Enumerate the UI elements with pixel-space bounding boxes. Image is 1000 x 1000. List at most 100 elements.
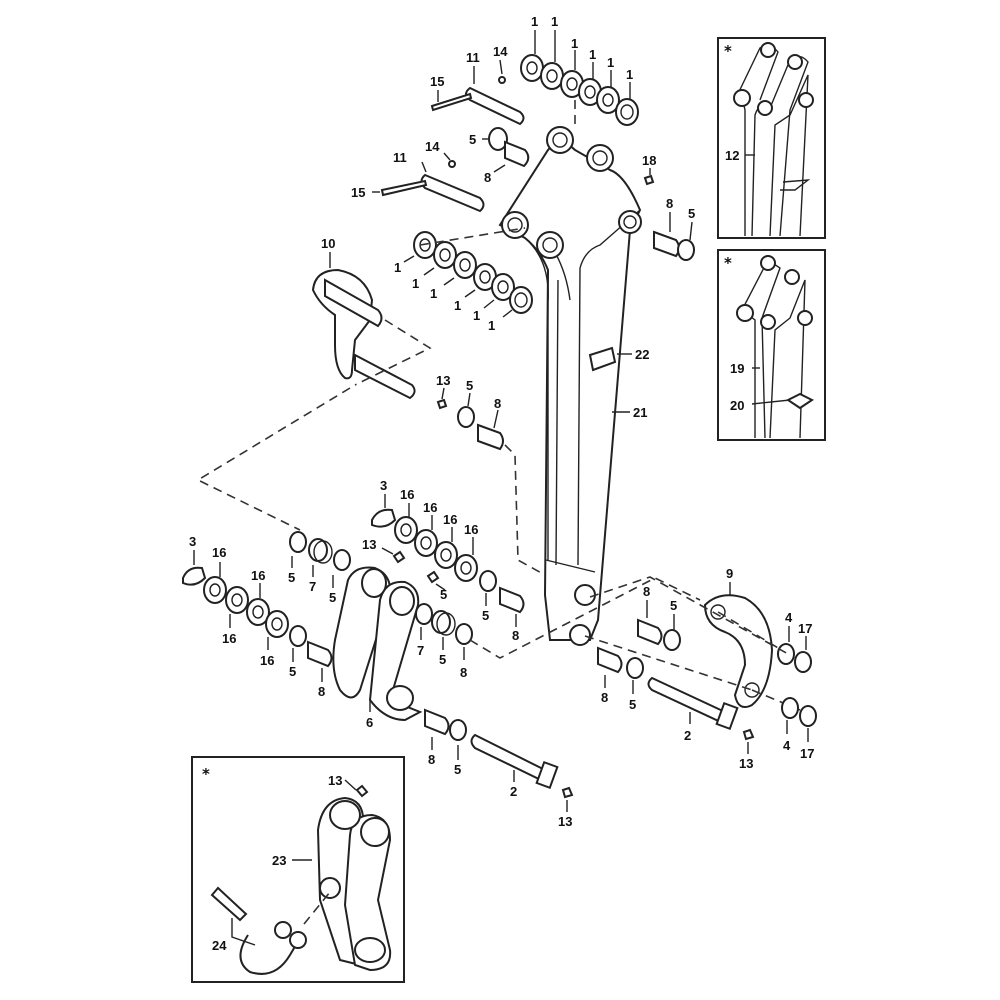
callout-3: 3 (380, 478, 387, 493)
callout-16: 16 (423, 500, 437, 515)
grease-nipple-13 (392, 550, 406, 564)
bushing-8 (424, 708, 450, 736)
washer-4 (777, 643, 795, 665)
lever-10 (311, 268, 416, 400)
callout-10: 10 (321, 236, 335, 251)
callout-2: 2 (684, 728, 691, 743)
callout-5: 5 (454, 762, 461, 777)
callout-18: 18 (642, 153, 656, 168)
callout-8: 8 (512, 628, 519, 643)
bushing-8 (637, 618, 663, 646)
callout-1: 1 (412, 276, 419, 291)
bushing-8 (597, 646, 623, 674)
washers-16-upper (394, 516, 478, 582)
plate-22 (588, 346, 617, 372)
dipper-arm-21 (498, 126, 642, 646)
callout-11: 11 (466, 50, 480, 65)
grease-nipple-13 (561, 786, 574, 799)
callout-1: 1 (589, 47, 596, 62)
callouts-washers-top: 1 1 1 1 1 1 (531, 14, 633, 99)
callout-13: 13 (739, 756, 753, 771)
callout-8: 8 (643, 584, 650, 599)
callout-7: 7 (309, 579, 316, 594)
plate-9 (703, 594, 774, 708)
washer-5 (415, 603, 433, 625)
callout-14: 14 (493, 44, 508, 59)
washers-16-lower (203, 576, 289, 638)
callout-13-inset: 13 (328, 773, 342, 788)
callout-5: 5 (670, 598, 677, 613)
callout-16: 16 (251, 568, 265, 583)
callout-13: 5 (440, 587, 447, 602)
callout-2: 2 (510, 784, 517, 799)
washers-top (520, 54, 639, 126)
callout-4: 4 (783, 738, 791, 753)
callout-22: 22 (635, 347, 649, 362)
callout-5: 5 (466, 378, 473, 393)
callout-16: 16 (212, 545, 226, 560)
callout-21: 21 (633, 405, 647, 420)
callout-1: 1 (430, 286, 437, 301)
callout-5: 5 (629, 697, 636, 712)
callout-12: 12 (725, 148, 739, 163)
callout-19: 19 (730, 361, 744, 376)
callout-1: 1 (626, 67, 633, 82)
callout-16: 16 (222, 631, 236, 646)
callout-1: 1 (571, 36, 578, 51)
callout-8: 8 (601, 690, 608, 705)
callout-1: 1 (531, 14, 538, 29)
grease-nipple-13 (742, 728, 755, 741)
callout-5: 5 (329, 590, 336, 605)
callouts-washers-mid: 1 1 1 1 1 1 (394, 255, 513, 333)
callout-7: 5 (439, 652, 446, 667)
callout-1: 1 (473, 308, 480, 323)
link-6 (332, 566, 423, 722)
callout-5: 5 (688, 206, 695, 221)
pin-11-mid (380, 160, 485, 213)
callout-17: 17 (798, 621, 812, 636)
grease-nipple-18 (643, 174, 655, 186)
callout-8: 8 (666, 196, 673, 211)
arm-variant-12-drawing (733, 42, 814, 237)
pin-2-right (647, 676, 739, 731)
callout-9: 9 (726, 566, 733, 581)
washer-5 (449, 719, 467, 741)
callout-5: 5 (289, 664, 296, 679)
callout-11: 11 (393, 150, 407, 165)
circlip-17 (799, 705, 817, 727)
bushing-8 (653, 230, 680, 258)
callout-13: 13 (436, 373, 450, 388)
bushing-8 (499, 586, 525, 614)
washer-5 (457, 406, 475, 428)
callout-8: 8 (484, 170, 491, 185)
pin-2-lower (470, 733, 559, 790)
washer-5 (626, 657, 644, 679)
callout-16: 16 (400, 487, 414, 502)
link-23-drawing (316, 784, 392, 972)
washer-5 (488, 127, 508, 151)
callout-15: 15 (351, 185, 365, 200)
callout-8: 8 (494, 396, 501, 411)
callout-5: 5 (288, 570, 295, 585)
inset-top-right: * 12 (717, 37, 826, 239)
callout-13: 13 (558, 814, 572, 829)
washer-5 (677, 239, 695, 261)
arm-variant-19-drawing (736, 255, 814, 439)
washer-5 (289, 625, 307, 647)
washer-5 (479, 570, 497, 592)
bushing-8 (477, 423, 504, 451)
callout-17: 17 (800, 746, 814, 761)
washer-5 (333, 549, 351, 571)
pin-keeper-3-upper (371, 508, 397, 528)
callout-24: 24 (212, 938, 227, 953)
callout-5: 5 (482, 608, 489, 623)
callout-15: 15 (430, 74, 444, 89)
callout-1: 1 (454, 298, 461, 313)
callout-4: 4 (785, 610, 793, 625)
callout-14: 14 (425, 139, 440, 154)
bushing-8 (504, 140, 530, 168)
callout-8: 8 (318, 684, 325, 699)
callout-5: 8 (460, 665, 467, 680)
pin-11-top (430, 76, 525, 126)
callout-16: 16 (260, 653, 274, 668)
